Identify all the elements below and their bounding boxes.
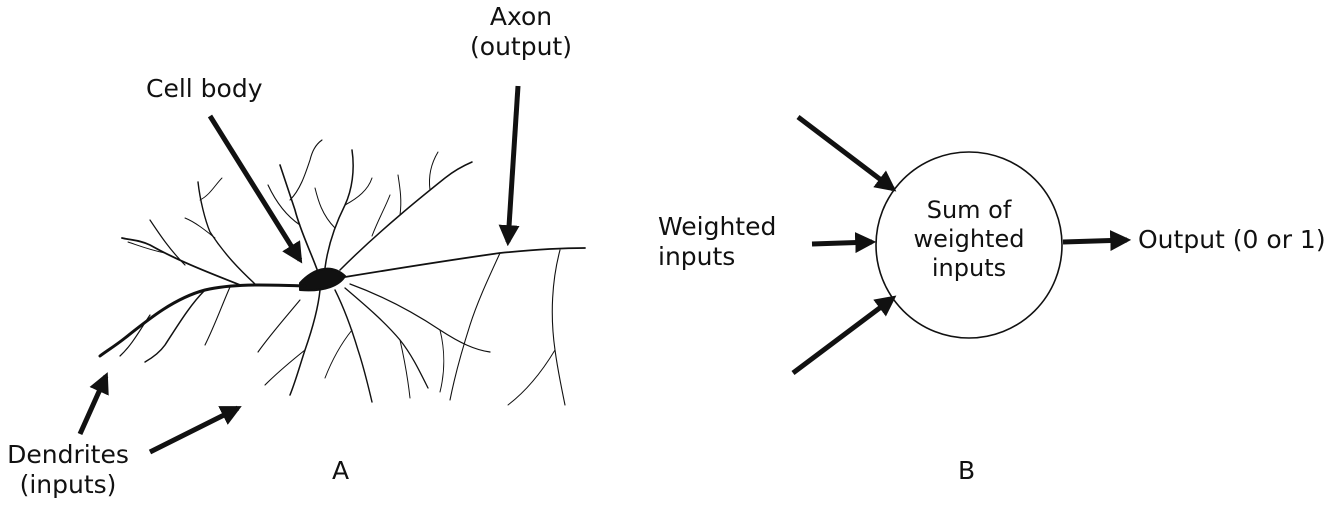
cell-body-arrow xyxy=(207,114,303,264)
weighted-inputs-line2: inputs xyxy=(658,242,736,271)
sum-node-line3: inputs xyxy=(931,254,1007,282)
sum-node-text: Sum of weighted inputs xyxy=(894,196,1044,283)
axon-label: Axon (output) xyxy=(462,2,580,62)
cell-body-soma xyxy=(299,267,346,292)
panel-b-arrows xyxy=(791,115,1132,375)
input-arrow-middle xyxy=(811,232,877,254)
neuron-drawing xyxy=(98,139,586,406)
weighted-inputs-line1: Weighted xyxy=(658,212,777,241)
axon-label-line1: Axon xyxy=(489,2,553,31)
dendrites-label: Dendrites (inputs) xyxy=(0,440,136,500)
dendrites-arrow-up xyxy=(77,372,109,436)
input-arrow-top xyxy=(796,115,897,192)
sum-node-line1: Sum of xyxy=(926,196,1012,224)
weighted-inputs-label: Weighted inputs xyxy=(658,212,776,272)
dendrites-label-line2: (inputs) xyxy=(19,470,117,499)
axon-label-line2: (output) xyxy=(470,32,572,61)
sum-node-line2: weighted xyxy=(913,225,1025,253)
input-arrow-bottom xyxy=(791,295,897,375)
cell-body-label: Cell body xyxy=(146,74,263,103)
axon-arrow xyxy=(498,85,521,247)
output-arrow xyxy=(1062,230,1132,252)
output-label: Output (0 or 1) xyxy=(1138,225,1326,254)
dendrites-arrow-right xyxy=(148,405,242,455)
panel-a-arrows xyxy=(77,85,521,455)
panel-b-label: B xyxy=(958,456,976,485)
dendrites-label-line1: Dendrites xyxy=(7,440,129,469)
panel-a-label: A xyxy=(332,456,350,485)
